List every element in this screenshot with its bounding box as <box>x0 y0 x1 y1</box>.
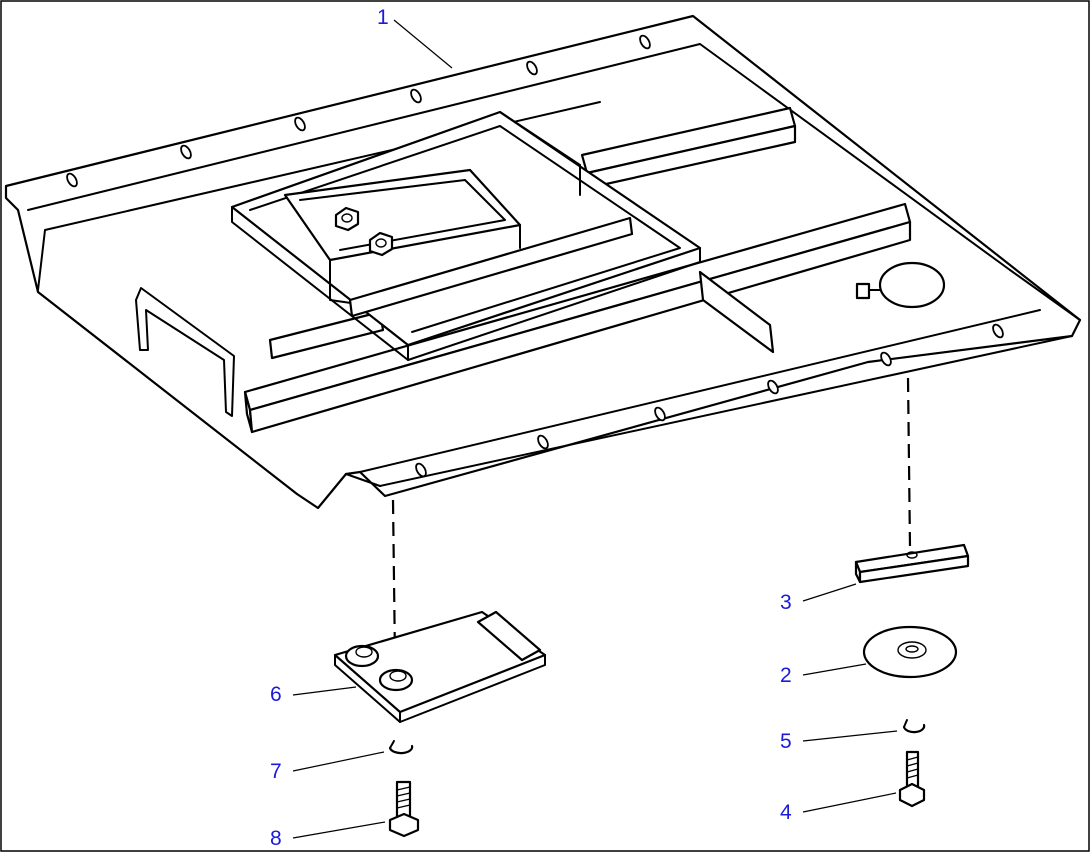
leader-2 <box>802 663 867 676</box>
leader-8 <box>292 821 386 839</box>
nut-icon <box>368 231 394 257</box>
floor-plate-icon <box>4 14 1082 510</box>
mounting-slots-back <box>66 34 651 188</box>
lock-washer-icon <box>388 740 414 755</box>
assembly-line-left <box>391 499 397 661</box>
leader-5 <box>802 730 898 742</box>
callout-3: 3 <box>780 591 792 614</box>
spacer-plate-icon <box>854 543 970 584</box>
bolt-icon <box>388 780 420 838</box>
leader-1 <box>393 19 453 69</box>
callout-7: 7 <box>270 760 282 783</box>
callout-2: 2 <box>780 664 792 687</box>
bracket-plate-icon <box>333 610 547 723</box>
clamp-ring-icon <box>855 261 946 309</box>
rubber-mount-icon <box>862 625 958 679</box>
leader-4 <box>802 792 897 813</box>
callout-1: 1 <box>377 6 389 29</box>
leader-7 <box>292 751 385 772</box>
callout-6: 6 <box>270 683 282 706</box>
leader-6 <box>292 686 357 696</box>
nut-icon <box>334 206 360 232</box>
mounting-slots-front <box>415 323 1004 478</box>
lock-washer-icon <box>902 719 926 734</box>
bolt-icon <box>898 750 926 808</box>
leader-3 <box>802 583 857 602</box>
callout-8: 8 <box>270 827 282 850</box>
assembly-line-right <box>906 377 912 549</box>
callout-5: 5 <box>780 730 792 753</box>
callout-4: 4 <box>780 801 792 824</box>
